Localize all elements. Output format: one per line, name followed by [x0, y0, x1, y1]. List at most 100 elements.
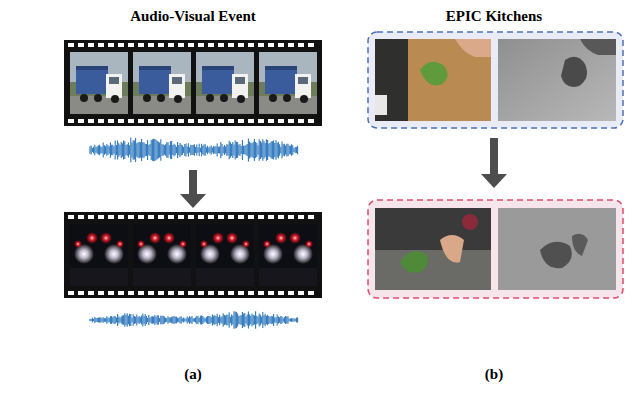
film-perforation	[208, 43, 214, 47]
waveform-bar	[275, 140, 276, 159]
waveform-bar	[111, 316, 112, 324]
film-perforation	[278, 291, 284, 295]
film-perforation	[118, 119, 124, 123]
waveform-bar	[255, 142, 256, 158]
waveform-bar	[149, 318, 150, 323]
waveform-bar	[181, 145, 182, 156]
waveform-bar	[194, 318, 195, 322]
waveform-bar	[214, 147, 215, 154]
waveform-bar	[170, 317, 171, 322]
waveform-bar	[221, 144, 222, 156]
waveform-bar	[128, 316, 129, 325]
waveform-bar	[147, 318, 148, 322]
waveform-bar	[115, 141, 116, 160]
waveform-bar	[183, 147, 184, 153]
waveform-bar	[94, 145, 95, 156]
waveform-bar	[290, 318, 291, 321]
waveform-bar	[278, 317, 279, 324]
waveform-bar	[115, 316, 116, 324]
film-perforation	[188, 291, 194, 295]
waveform-bar	[239, 316, 240, 324]
waveform-bar	[161, 316, 162, 325]
film-perforation	[178, 215, 184, 219]
waveform-bar	[214, 315, 215, 324]
waveform-bar	[190, 317, 191, 323]
film-perforation	[228, 43, 234, 47]
film-perforation	[298, 43, 304, 47]
waveform-bar	[271, 142, 272, 159]
waveform-bar	[173, 144, 174, 156]
waveform-bar	[287, 144, 288, 156]
waveform-bar	[225, 315, 226, 324]
waveform-bar	[284, 144, 285, 156]
waveform-bar	[135, 138, 136, 162]
waveform-bar	[166, 142, 167, 157]
waveform-bar	[267, 315, 268, 326]
label-holder: EPIC Kitchens	[380, 8, 608, 25]
waveform-bar	[239, 144, 240, 156]
waveform-bar	[137, 142, 138, 158]
film-perforation	[268, 291, 274, 295]
waveform-bar	[92, 318, 93, 322]
waveform-bar	[211, 146, 212, 155]
waveform-bar	[112, 145, 113, 156]
waveform-bar	[127, 313, 128, 327]
waveform-bar	[160, 139, 161, 161]
waveform-bar	[261, 316, 262, 323]
waveform-bar	[257, 316, 258, 323]
waveform-bar	[101, 147, 102, 153]
waveform-bar	[105, 318, 106, 322]
waveform-bar	[107, 145, 108, 154]
waveform-bar	[154, 315, 155, 325]
film-perforation	[268, 215, 274, 219]
film-perforation	[268, 119, 274, 123]
waveform-bar	[292, 319, 293, 322]
film-perforation	[88, 119, 94, 123]
waveform-bar	[176, 317, 177, 324]
audio-waveform	[90, 311, 298, 329]
film-perforation	[278, 43, 284, 47]
waveform-bar	[135, 317, 136, 324]
waveform-bar	[215, 316, 216, 324]
waveform-bar	[169, 317, 170, 322]
waveform-bar	[225, 147, 226, 154]
waveform-bar	[103, 317, 104, 323]
waveform-bar	[283, 318, 284, 321]
waveform-bar	[212, 147, 213, 152]
waveform-bar	[117, 314, 118, 326]
waveform-bar	[227, 315, 228, 325]
waveform-bar	[172, 317, 173, 324]
waveform-bar	[207, 146, 208, 155]
film-perforation	[88, 291, 94, 295]
waveform-bar	[286, 144, 287, 157]
waveform-bar	[143, 142, 144, 157]
waveform-bar	[93, 319, 94, 321]
film-perforation	[108, 291, 114, 295]
waveform-bar	[130, 314, 131, 326]
waveform-bar	[92, 148, 93, 152]
waveform-bar	[281, 317, 282, 324]
waveform-bar	[185, 144, 186, 157]
waveform-bar	[251, 143, 252, 156]
film-perforation	[108, 215, 114, 219]
waveform-bar	[221, 316, 222, 323]
waveform-bar	[272, 141, 273, 159]
waveform-bar	[275, 317, 276, 322]
waveform-bar	[249, 314, 250, 326]
waveform-bar	[124, 141, 125, 159]
waveform-bar	[134, 141, 135, 160]
film-perforation	[248, 215, 254, 219]
waveform-bar	[158, 142, 159, 159]
waveform-bar	[215, 146, 216, 154]
film-perforation	[78, 215, 84, 219]
waveform-bar	[206, 317, 207, 323]
waveform-bar	[139, 142, 140, 159]
film-perforation	[98, 291, 104, 295]
waveform-bar	[278, 142, 279, 158]
waveform-bar	[243, 314, 244, 327]
waveform-bar	[196, 144, 197, 155]
waveform-bar	[236, 312, 237, 329]
waveform-bar	[118, 143, 119, 157]
waveform-bar	[280, 316, 281, 324]
waveform-bar	[203, 144, 204, 155]
